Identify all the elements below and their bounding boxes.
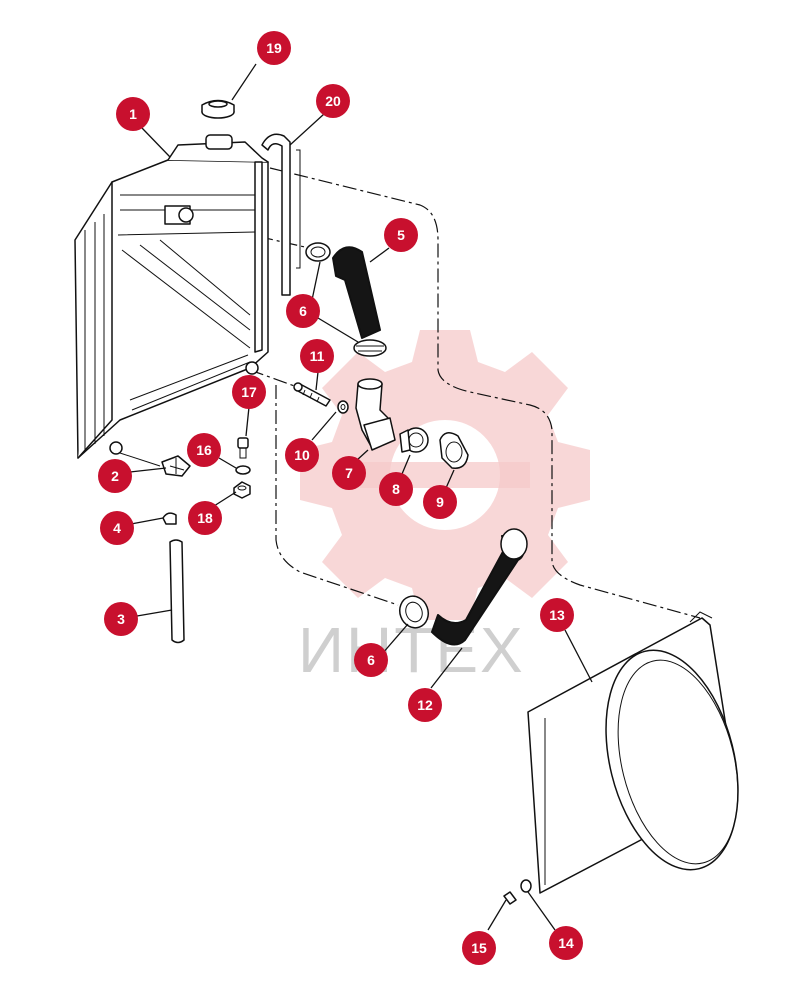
callout-13: 13 <box>540 598 574 632</box>
mount-bolt <box>237 437 249 459</box>
callout-4: 4 <box>100 511 134 545</box>
callout-17: 17 <box>232 375 266 409</box>
callout-12: 12 <box>408 688 442 722</box>
callout-2: 2 <box>98 459 132 493</box>
svg-text:9: 9 <box>436 494 444 510</box>
svg-text:17: 17 <box>241 384 257 400</box>
upper-hose <box>332 246 381 339</box>
hose-clamp-lower <box>399 595 429 629</box>
callout-6-lower: 6 <box>354 643 388 677</box>
assembly-path-lines <box>185 167 701 619</box>
svg-text:2: 2 <box>111 468 119 484</box>
callout-11: 11 <box>300 339 334 373</box>
svg-text:16: 16 <box>196 442 212 458</box>
svg-text:20: 20 <box>325 93 341 109</box>
svg-text:8: 8 <box>392 481 400 497</box>
drain-cock <box>119 452 191 477</box>
callout-9: 9 <box>423 485 457 519</box>
shroud-screw <box>503 891 517 905</box>
callout-3: 3 <box>104 602 138 636</box>
svg-text:7: 7 <box>345 465 353 481</box>
svg-text:3: 3 <box>117 611 125 627</box>
radiator-cap <box>201 99 235 119</box>
svg-text:13: 13 <box>549 607 565 623</box>
svg-text:5: 5 <box>397 227 405 243</box>
svg-text:10: 10 <box>294 447 310 463</box>
callout-14: 14 <box>549 926 583 960</box>
svg-text:14: 14 <box>558 935 574 951</box>
callout-10: 10 <box>285 438 319 472</box>
callout-6-upper: 6 <box>286 294 320 328</box>
svg-text:15: 15 <box>471 940 487 956</box>
svg-text:18: 18 <box>197 510 213 526</box>
callout-1: 1 <box>116 97 150 131</box>
callout-8: 8 <box>379 472 413 506</box>
svg-text:19: 19 <box>266 40 282 56</box>
svg-text:6: 6 <box>299 303 307 319</box>
callout-7: 7 <box>332 456 366 490</box>
callout-20: 20 <box>316 84 350 118</box>
mount-washer <box>235 465 251 475</box>
svg-text:12: 12 <box>417 697 433 713</box>
housing-bolt <box>293 382 331 407</box>
lower-hose <box>431 528 528 646</box>
shroud-washer <box>520 879 532 893</box>
svg-text:11: 11 <box>310 348 325 364</box>
callout-15: 15 <box>462 931 496 965</box>
svg-text:1: 1 <box>129 106 137 122</box>
leader-lines <box>129 63 593 931</box>
callout-16: 16 <box>187 433 221 467</box>
radiator <box>74 134 269 459</box>
thermostat-housing <box>355 378 396 451</box>
thermostat <box>399 427 429 453</box>
callout-19: 19 <box>257 31 291 65</box>
overflow-tube <box>261 133 301 296</box>
svg-text:6: 6 <box>367 652 375 668</box>
fan-shroud <box>527 611 739 894</box>
callout-5: 5 <box>384 218 418 252</box>
svg-text:4: 4 <box>113 520 121 536</box>
thermostat-gasket <box>439 432 469 469</box>
washer <box>337 400 349 414</box>
mount-nut <box>233 481 251 499</box>
hose-clamp-upper <box>305 242 387 357</box>
hose-clip <box>162 512 177 525</box>
callout-18: 18 <box>188 501 222 535</box>
drain-tube <box>169 539 185 644</box>
